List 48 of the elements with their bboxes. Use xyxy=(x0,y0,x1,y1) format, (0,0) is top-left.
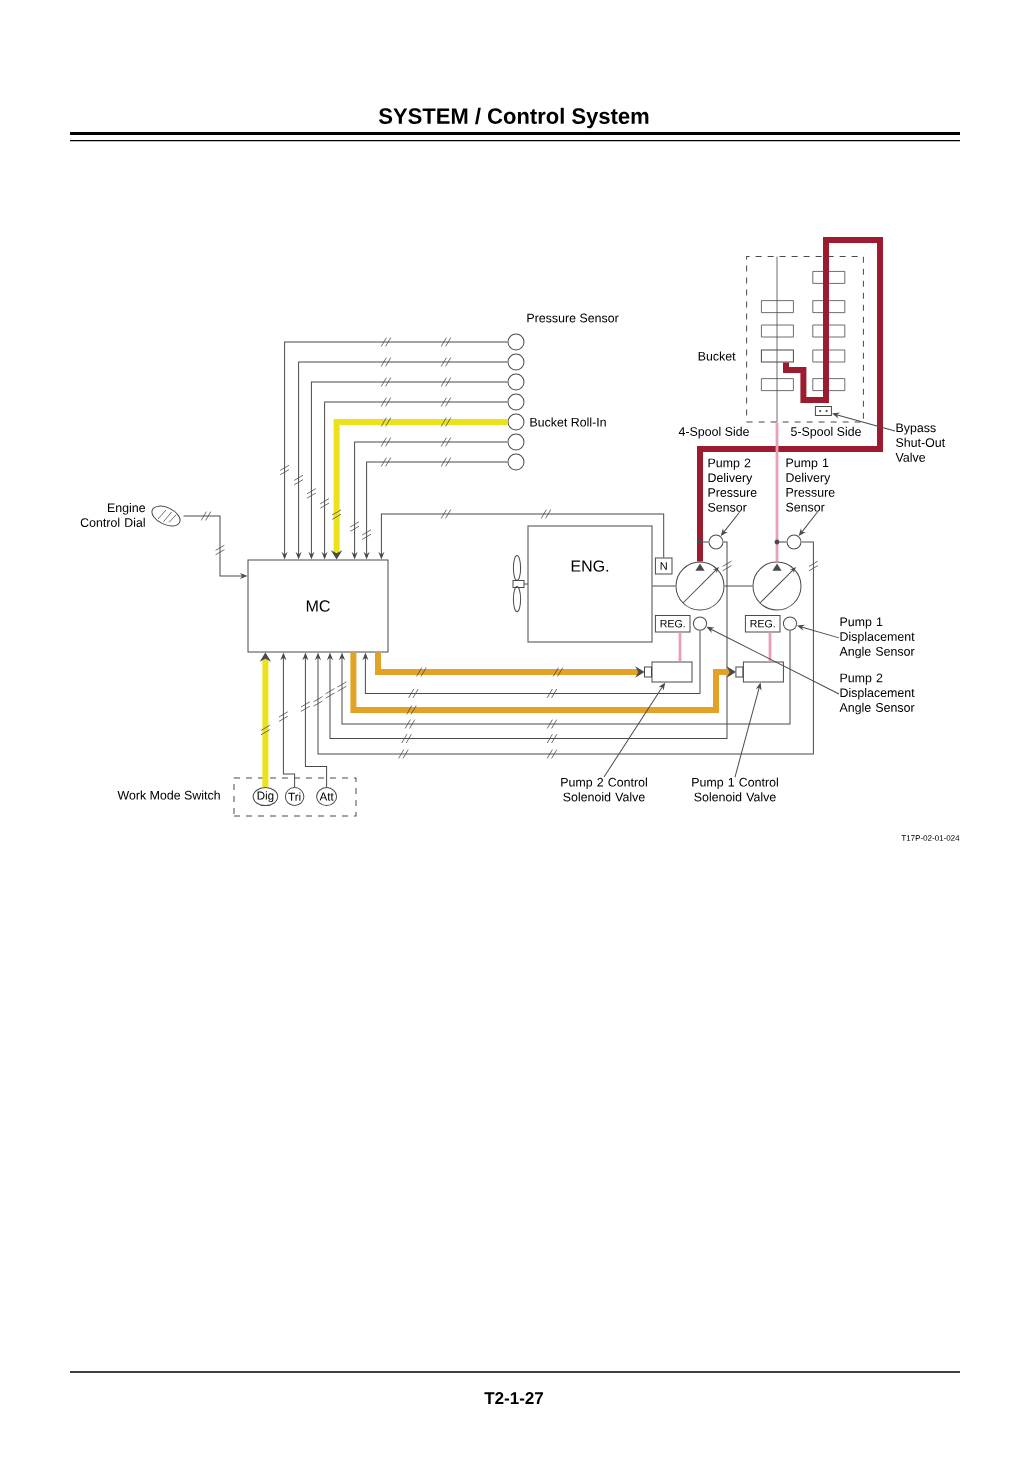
signal-wire xyxy=(327,541,728,740)
page-number: T2-1-27 xyxy=(484,1392,543,1404)
signal-wire xyxy=(309,381,508,559)
leader-arrow xyxy=(707,626,840,695)
solenoid-valve xyxy=(644,661,693,683)
engine-box: ENG. xyxy=(527,525,653,643)
sensor-circle xyxy=(507,413,525,431)
signal-wire xyxy=(364,461,508,559)
signal-wire xyxy=(322,401,508,559)
signal-wire xyxy=(315,541,814,755)
solenoid-valve xyxy=(735,661,784,683)
drive-shaft xyxy=(724,585,753,587)
signal-wire xyxy=(379,513,665,559)
drive-shaft xyxy=(652,585,676,587)
pilot-line xyxy=(678,632,682,662)
sensor-circle xyxy=(507,353,525,371)
leader-arrow xyxy=(603,683,665,778)
sensor-circle xyxy=(507,373,525,391)
bypass-valve xyxy=(814,406,832,416)
sensor-circle xyxy=(507,333,525,351)
leader-arrow xyxy=(734,683,762,778)
spool xyxy=(760,349,794,363)
signal-wire xyxy=(350,652,736,713)
sensor-circle xyxy=(507,393,525,411)
signal-wire xyxy=(183,515,247,579)
switch-box xyxy=(233,777,357,817)
hydraulic-line xyxy=(697,237,883,562)
hydraulic-line xyxy=(775,422,779,562)
pump-symbol xyxy=(752,561,802,611)
signal-wire xyxy=(363,630,701,694)
control-valve xyxy=(746,256,864,423)
sensor-circle xyxy=(507,433,525,451)
signal-wire xyxy=(339,630,791,725)
pump-symbol xyxy=(675,561,725,611)
sensor-circle xyxy=(786,534,802,550)
page-title: SYSTEM / Control System xyxy=(378,107,649,129)
sensor-circle xyxy=(507,453,525,471)
sensor-circle xyxy=(708,534,724,550)
signal-wire xyxy=(303,653,328,788)
leader-arrow xyxy=(798,511,818,536)
leader-arrow xyxy=(797,625,840,639)
signal-wire xyxy=(352,441,508,559)
controller-box: MC xyxy=(247,559,389,653)
leader-arrow xyxy=(721,511,740,536)
dial-icon xyxy=(151,505,181,527)
leader-arrow xyxy=(832,412,896,432)
pilot-line xyxy=(768,632,772,662)
signal-wire xyxy=(281,653,296,788)
